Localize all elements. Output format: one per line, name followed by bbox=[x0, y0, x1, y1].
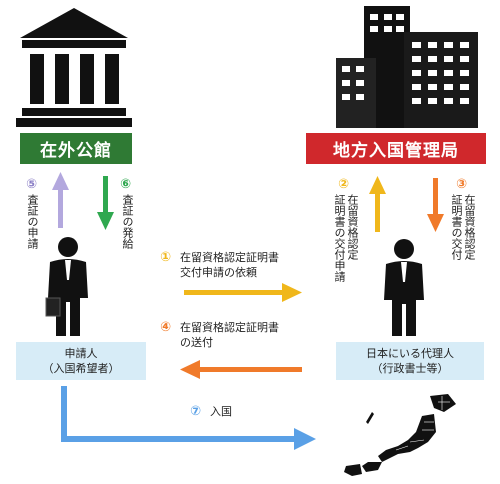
immigration-bureau-label: 地方入国管理局 bbox=[306, 133, 486, 164]
agent-title: 日本にいる代理人 bbox=[366, 347, 454, 360]
arrow-step3 bbox=[427, 178, 444, 232]
arrow-step5 bbox=[52, 172, 69, 228]
step6-number: ⑥ bbox=[120, 177, 132, 192]
arrow-step2 bbox=[369, 176, 386, 232]
applicant-subtitle: （入国希望者） bbox=[42, 362, 120, 375]
step6-text: 査証の発給 bbox=[121, 194, 134, 249]
step3-text: 在留資格認定 証明書の交付 bbox=[450, 194, 476, 260]
step5-text: 査証の申請 bbox=[26, 194, 39, 249]
applicant-title: 申請人 bbox=[64, 347, 98, 360]
agent-subtitle: （行政書士等） bbox=[371, 362, 449, 375]
step2-number: ② bbox=[338, 177, 350, 192]
step3-number: ③ bbox=[456, 177, 468, 192]
arrow-step1 bbox=[184, 283, 302, 302]
step4-text: 在留資格認定証明書 の送付 bbox=[180, 321, 279, 349]
agent-person-icon bbox=[384, 239, 424, 336]
step7-number: ⑦ bbox=[190, 404, 202, 419]
step7-text: 入国 bbox=[210, 405, 232, 418]
applicant-person-icon bbox=[45, 237, 88, 336]
agent-box: 日本にいる代理人 （行政書士等） bbox=[336, 342, 484, 380]
step2-text: 在留資格認定 証明書の交付申請 bbox=[333, 194, 359, 282]
step1-text: 在留資格認定証明書 交付申請の依頼 bbox=[180, 251, 279, 279]
embassy-label: 在外公館 bbox=[20, 133, 132, 164]
arrow-step4 bbox=[180, 360, 302, 379]
office-buildings-icon bbox=[336, 6, 478, 128]
applicant-box: 申請人 （入国希望者） bbox=[16, 342, 146, 380]
step1-number: ① bbox=[160, 250, 172, 265]
japan-map-icon bbox=[344, 394, 456, 476]
step4-number: ④ bbox=[160, 320, 172, 335]
embassy-building-icon bbox=[16, 8, 132, 127]
arrow-step7 bbox=[61, 386, 316, 450]
arrow-step6 bbox=[97, 176, 114, 230]
step5-number: ⑤ bbox=[26, 177, 38, 192]
